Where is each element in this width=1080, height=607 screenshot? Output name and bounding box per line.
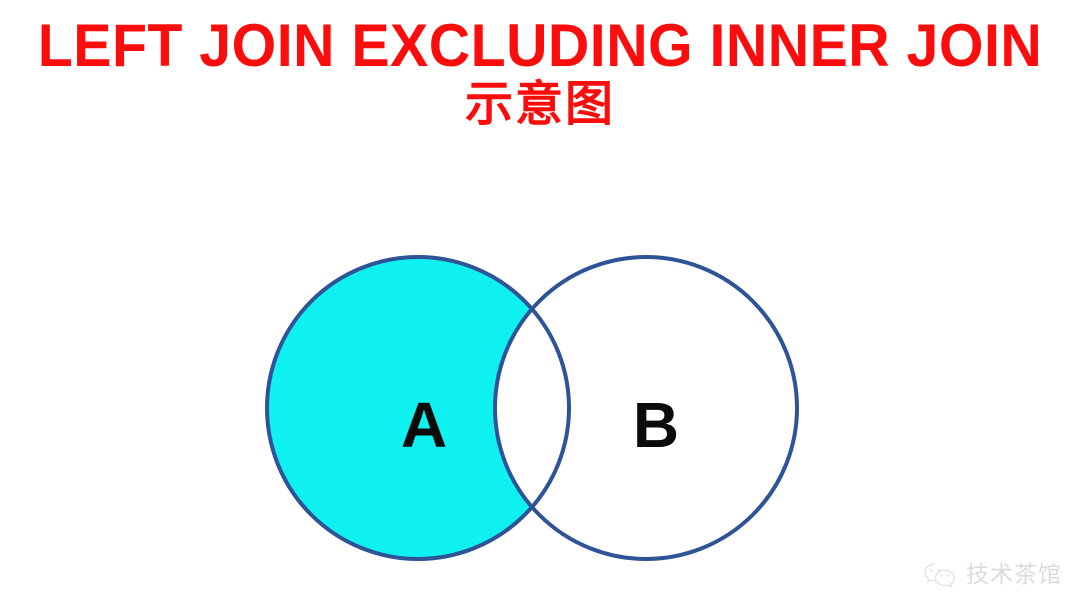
- circle-b-outline: [493, 255, 799, 561]
- page-title: LEFT JOIN EXCLUDING INNER JOIN: [37, 12, 1043, 79]
- page-subtitle: 示意图: [464, 76, 615, 132]
- watermark: 技术茶馆: [923, 561, 1062, 589]
- region-a-excluding-b: [267, 257, 569, 559]
- circle-a-outline: [265, 255, 571, 561]
- set-label-b: B: [633, 389, 679, 461]
- title-block: LEFT JOIN EXCLUDING INNER JOIN 示意图: [0, 12, 1080, 133]
- wechat-icon: [924, 563, 955, 589]
- watermark-text: 技术茶馆: [966, 562, 1062, 588]
- set-label-a: A: [401, 389, 447, 461]
